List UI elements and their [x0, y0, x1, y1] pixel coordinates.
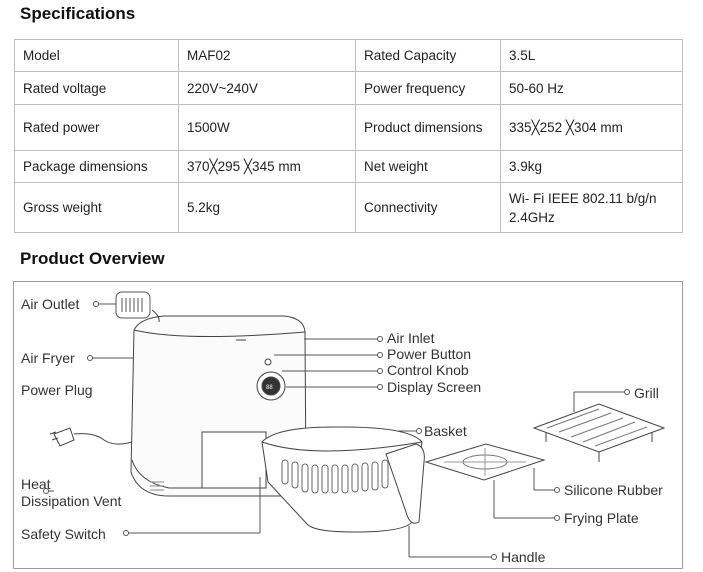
spec-label: Rated voltage [14, 71, 179, 105]
air-fryer-body [130, 315, 307, 497]
label-safety-switch: Safety Switch [21, 526, 106, 542]
table-row: Model MAF02 Rated Capacity 3.5L [14, 39, 683, 72]
spec-label: Gross weight [14, 182, 179, 233]
table-row: Gross weight 5.2kg Connectivity Wi- Fi I… [14, 182, 683, 233]
label-display-screen: Display Screen [387, 379, 482, 395]
spec-value: 220V~240V [178, 71, 356, 105]
spec-value: 335╳252 ╳304 mm [500, 104, 683, 151]
label-air-inlet: Air Inlet [387, 330, 435, 346]
spec-label: Power frequency [355, 71, 501, 105]
table-row: Rated voltage 220V~240V Power frequency … [14, 71, 683, 105]
overview-title: Product Overview [20, 249, 165, 268]
label-air-outlet: Air Outlet [21, 296, 80, 312]
power-plug [49, 427, 133, 447]
label-dissipation-vent: Dissipation Vent [21, 493, 122, 509]
spec-value: 370╳295 ╳345 mm [178, 150, 356, 183]
spec-label: Connectivity [355, 182, 501, 233]
spec-value: MAF02 [178, 39, 356, 72]
spec-value: 3.9kg [500, 150, 683, 183]
spec-label: Package dimensions [14, 150, 179, 183]
label-air-fryer: Air Fryer [21, 350, 75, 366]
spec-label: Rated Capacity [355, 39, 501, 72]
air-fryer-illustration: 88 [43, 291, 666, 560]
frying-plate [424, 443, 546, 481]
air-outlet-inset [115, 291, 160, 323]
spec-value: 5.2kg [178, 182, 356, 233]
label-power-button: Power Button [387, 346, 472, 362]
spec-label: Net weight [355, 150, 501, 183]
table-row: Package dimensions 370╳295 ╳345 mm Net w… [14, 150, 683, 183]
product-overview-diagram: 88 [13, 281, 683, 569]
svg-text:88: 88 [266, 385, 273, 391]
spec-label: Model [14, 39, 179, 72]
label-heat: Heat [21, 476, 51, 492]
specifications-title: Specifications [20, 4, 136, 23]
spec-value: 1500W [178, 104, 356, 151]
label-power-plug: Power Plug [21, 382, 93, 398]
label-frying-plate: Frying Plate [564, 510, 639, 526]
label-grill: Grill [634, 385, 659, 401]
spec-label: Product dimensions [355, 104, 501, 151]
label-basket: Basket [424, 423, 467, 439]
label-handle: Handle [501, 549, 546, 565]
spec-value: 3.5L [500, 39, 683, 72]
grill [532, 403, 666, 462]
spec-label: Rated power [14, 104, 179, 151]
basket [261, 426, 425, 533]
specifications-table: Model MAF02 Rated Capacity 3.5L Rated vo… [14, 39, 683, 233]
table-row: Rated power 1500W Product dimensions 335… [14, 104, 683, 151]
spec-value: Wi- Fi IEEE 802.11 b/g/n 2.4GHz [500, 182, 683, 233]
control-knob: 88 [256, 358, 286, 401]
label-control-knob: Control Knob [387, 362, 469, 378]
label-silicone-rubber: Silicone Rubber [564, 482, 663, 498]
spec-value: 50-60 Hz [500, 71, 683, 105]
